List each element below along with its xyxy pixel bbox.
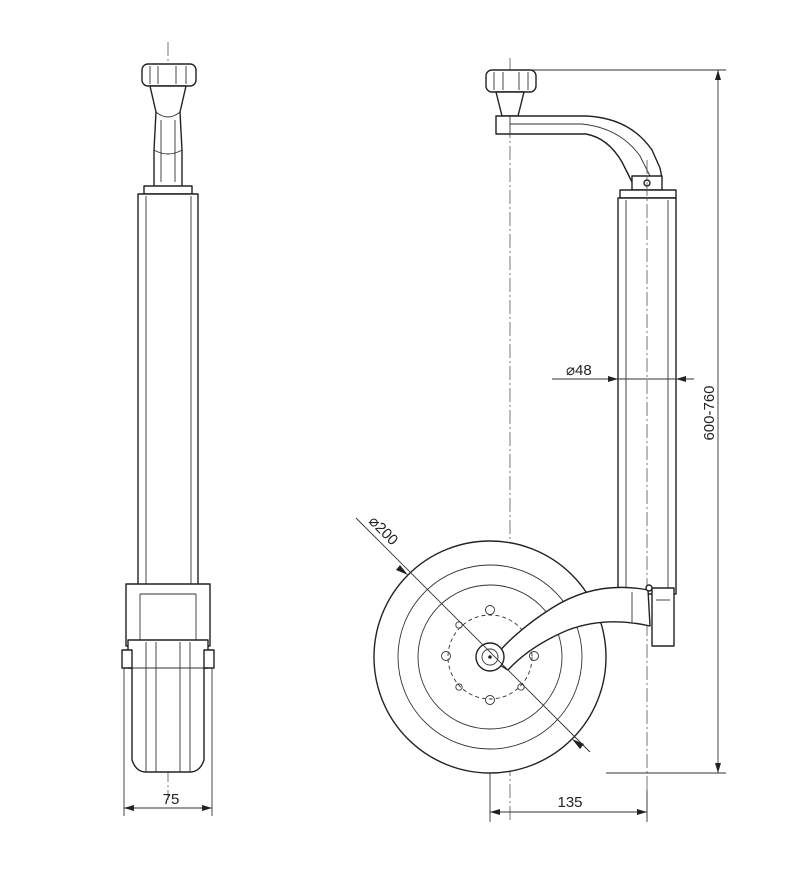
bolt-hole xyxy=(441,651,451,661)
tube-diameter-value: 48 xyxy=(575,362,592,379)
diameter-symbol: ⌀ xyxy=(566,362,575,379)
side-collar xyxy=(619,189,677,199)
bolt-hole xyxy=(485,695,495,705)
bolt-hole xyxy=(485,605,495,615)
side-wheel-hub-plate xyxy=(417,584,563,730)
side-view: ⌀48 ⌀200 600-760 xyxy=(355,58,726,822)
side-main-tube xyxy=(617,197,677,595)
side-wheel-rim xyxy=(397,564,583,750)
front-view: 75 xyxy=(121,42,215,816)
front-main-tube xyxy=(137,193,199,593)
wheel-diameter-dimension-line xyxy=(355,517,591,753)
front-axle-nut-left xyxy=(121,649,133,669)
side-knob-stem xyxy=(495,91,525,117)
front-collar xyxy=(143,185,193,195)
side-wheel-bolt-circle xyxy=(447,614,533,700)
socket-bolt xyxy=(645,584,653,592)
front-handle-neck xyxy=(149,85,187,189)
side-fork-socket xyxy=(651,587,675,647)
height-dimension-label: 600-760 xyxy=(701,385,718,440)
tube-diameter-label: ⌀48 xyxy=(566,362,592,379)
side-handle-knob xyxy=(485,69,537,93)
bolt-hole xyxy=(529,651,539,661)
bolt-hole-small xyxy=(517,683,525,691)
front-wheel xyxy=(127,639,209,773)
wheel-diameter-label: ⌀200 xyxy=(365,513,401,549)
offset-dimension-label: 135 xyxy=(557,794,582,811)
bolt-hole-small xyxy=(455,621,463,629)
width-dimension-label: 75 xyxy=(163,791,180,808)
bolt-hole-small xyxy=(455,683,463,691)
front-fork-bracket xyxy=(125,583,211,647)
front-axle-nut-right xyxy=(203,649,215,669)
